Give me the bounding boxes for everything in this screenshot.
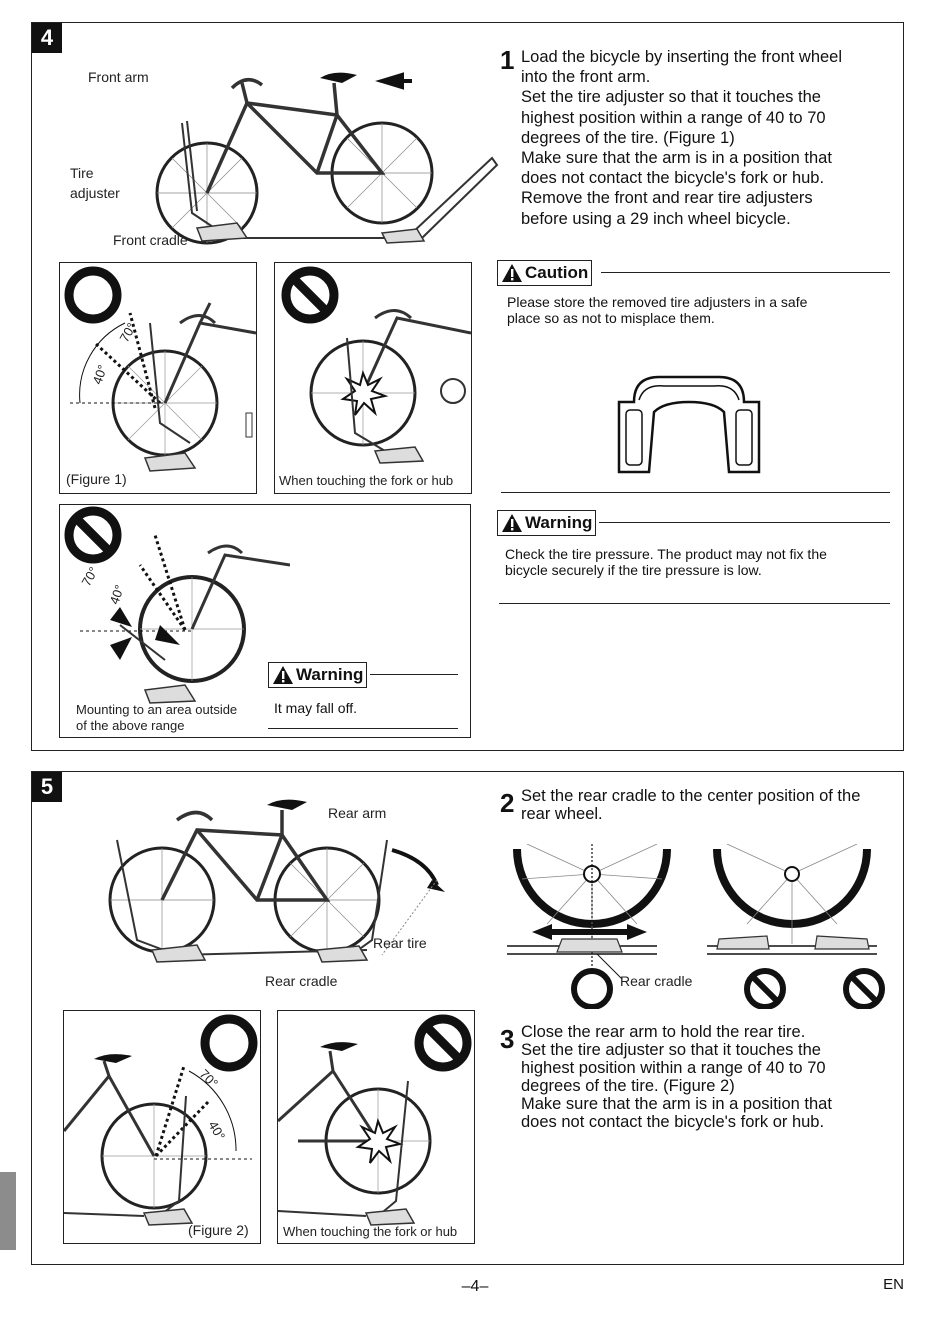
page-number: –4– xyxy=(461,1278,489,1295)
figure-ng-rear-fork-caption: When touching the fork or hub xyxy=(283,1224,458,1239)
rear-arm-illustration xyxy=(108,799,445,963)
caution-line: Please store the removed tire adjusters … xyxy=(507,294,808,310)
step-1-line: Remove the front and rear tire adjusters xyxy=(521,189,813,208)
figure-2-ok: 70° 40° (Figure 2) xyxy=(63,1010,261,1244)
figure-ng-rear-fork-illustration xyxy=(278,1014,472,1226)
caution-rule xyxy=(601,272,890,273)
figure-ng-rear-fork: When touching the fork or hub xyxy=(277,1010,475,1244)
range-warning-heading: Warning xyxy=(268,662,368,688)
step-3-text: Close the rear arm to hold the rear tire… xyxy=(521,1023,832,1131)
label-tire-adjuster-line1: Tire xyxy=(70,165,94,181)
step-3-line: highest position within a range of 40 to… xyxy=(521,1059,826,1077)
figure-1-caption: (Figure 1) xyxy=(66,471,127,487)
step-3-line: does not contact the bicycle's fork or h… xyxy=(521,1113,825,1131)
step-1-text: Load the bicycle by inserting the front … xyxy=(521,47,842,229)
prohibited-icon xyxy=(843,968,885,1009)
ok-circle-icon xyxy=(200,1014,258,1072)
warning-icon xyxy=(502,514,522,532)
prohibited-icon xyxy=(281,266,339,324)
language-code: EN xyxy=(883,1276,904,1293)
caution-text: Please store the removed tire adjusters … xyxy=(507,294,807,326)
figure-ng-fork: When touching the fork or hub xyxy=(274,262,472,494)
figure-ng-range-caption-2: of the above range xyxy=(76,718,185,733)
step-1-line: Load the bicycle by inserting the front … xyxy=(521,48,843,66)
step-1-line: degrees of the tire. (Figure 1) xyxy=(521,128,735,147)
caution-box: Caution Please store the removed tire ad… xyxy=(497,260,890,495)
warning-icon xyxy=(502,264,522,282)
range-warning-text: It may fall off. xyxy=(274,700,357,716)
step-5-panel: 5 Rear arm Rear tire Rear cradle xyxy=(31,771,904,1265)
warning-icon xyxy=(273,666,293,684)
side-index-tab xyxy=(0,1172,16,1250)
tire-pressure-warning-text: Check the tire pressure. The product may… xyxy=(505,546,827,578)
step-2-line: Set the rear cradle to the center positi… xyxy=(521,787,861,805)
label-rear-arm: Rear arm xyxy=(328,805,387,821)
label-rear-tire: Rear tire xyxy=(373,935,427,951)
figure-1-illustration xyxy=(64,266,256,472)
step-4-panel: 4 Front arm Tire ad xyxy=(31,22,904,751)
step-3-line: Set the tire adjuster so that it touches… xyxy=(521,1041,821,1059)
range-warning-rule xyxy=(370,674,458,675)
prohibited-icon xyxy=(414,1014,472,1072)
tire-adjuster-illustration xyxy=(617,375,761,474)
tire-pressure-warning-heading: Warning xyxy=(497,510,597,536)
step-3-line: degrees of the tire. (Figure 2) xyxy=(521,1077,735,1095)
label-front-arm: Front arm xyxy=(88,69,149,85)
range-warning-title: Warning xyxy=(296,665,364,684)
figure-2-illustration xyxy=(64,1014,258,1226)
step-1-line: into the front arm. xyxy=(521,68,651,87)
step-3-line: Make sure that the arm is in a position … xyxy=(521,1095,832,1113)
range-warning-bottom-rule xyxy=(268,728,458,729)
label-front-cradle: Front cradle xyxy=(113,232,188,248)
figure-ng-range: 70° 40° Mounting to an area outside of t… xyxy=(59,504,471,738)
step-2-number: 2 xyxy=(500,788,515,818)
step-1-number: 1 xyxy=(500,45,515,75)
figure-ng-fork-illustration xyxy=(281,266,471,464)
step-4-badge: 4 xyxy=(32,23,62,53)
step-1-line: before using a 29 inch wheel bicycle. xyxy=(521,209,791,228)
caution-heading: Caution xyxy=(497,260,593,286)
figure-ng-fork-caption: When touching the fork or hub xyxy=(279,473,454,488)
bike-loading-illustration xyxy=(155,72,499,245)
caution-line: place so as not to misplace them. xyxy=(507,310,715,326)
step-1-line: Set the tire adjuster so that it touches… xyxy=(521,88,821,107)
step-1-line: Make sure that the arm is in a position … xyxy=(521,149,832,168)
ok-circle-icon xyxy=(571,968,613,1009)
tire-pressure-warning-line: Check the tire pressure. The product may… xyxy=(505,546,827,562)
caution-title: Caution xyxy=(525,263,589,282)
step-5-badge: 5 xyxy=(32,772,62,802)
tire-pressure-warning-bottom-rule xyxy=(499,603,890,604)
tire-pressure-warning-line: bicycle securely if the tire pressure is… xyxy=(505,562,762,578)
figure-ng-range-illustration xyxy=(64,506,290,704)
tire-pressure-warning-title: Warning xyxy=(525,513,593,532)
tire-pressure-warning: Warning Check the tire pressure. The pro… xyxy=(497,510,890,606)
range-warning: Warning It may fall off. xyxy=(268,662,458,732)
rear-cradle-position-illustration xyxy=(507,844,885,1009)
step-1-line: highest position within a range of 40 to… xyxy=(521,108,826,127)
figure-2-caption: (Figure 2) xyxy=(188,1222,249,1238)
step-3-number: 3 xyxy=(500,1024,515,1054)
step-2-line: rear wheel. xyxy=(521,805,603,823)
ok-circle-icon xyxy=(64,266,122,324)
caution-bottom-rule xyxy=(501,492,890,493)
label-tire-adjuster-line2: adjuster xyxy=(70,185,120,201)
figure-ng-range-caption-1: Mounting to an area outside xyxy=(76,702,238,717)
prohibited-icon xyxy=(64,506,122,564)
step-3-line: Close the rear arm to hold the rear tire… xyxy=(521,1023,806,1041)
figure-1-ok: 70° 40° (Figure 1) xyxy=(59,262,257,494)
step-2-text: Set the rear cradle to the center positi… xyxy=(521,787,860,823)
tire-pressure-warning-rule xyxy=(599,522,890,523)
prohibited-icon xyxy=(744,968,786,1009)
step-1-line: does not contact the bicycle's fork or h… xyxy=(521,169,825,188)
label-rear-cradle: Rear cradle xyxy=(265,973,338,989)
label-rear-cradle-center: Rear cradle xyxy=(620,973,693,989)
